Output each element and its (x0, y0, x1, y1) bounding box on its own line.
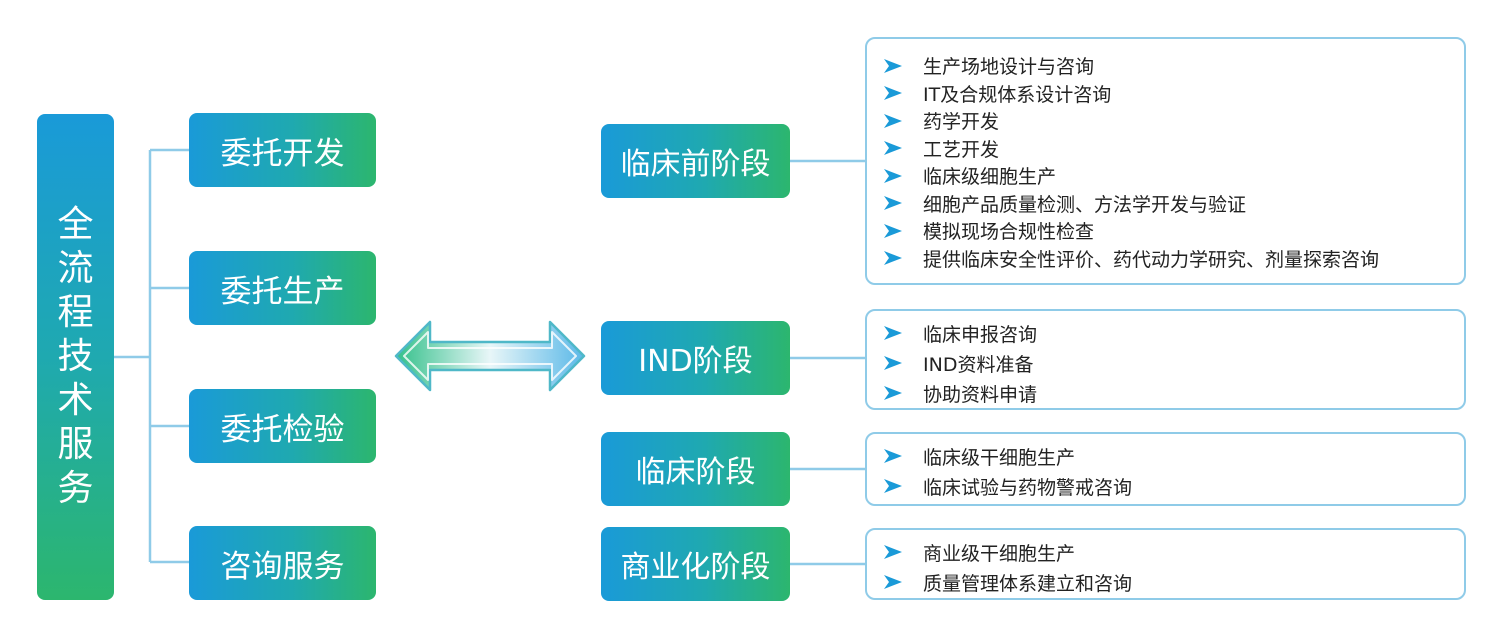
arrowhead-bullet-icon (884, 223, 902, 238)
detail-list: 临床级干细胞生产临床试验与药物警戒咨询 (883, 441, 1464, 501)
detail-item-text: IND资料准备 (923, 353, 1034, 376)
detail-item-text: 临床级细胞生产 (923, 166, 1057, 189)
arrowhead-bullet-icon (884, 449, 902, 463)
detail-item: 临床级干细胞生产 (883, 441, 1464, 471)
arrowhead-bullet-icon (884, 58, 902, 73)
detail-box-commercial: 商业级干细胞生产质量管理体系建立和咨询 (865, 528, 1466, 600)
service-label: 委托开发 (220, 135, 345, 172)
detail-item-text: 细胞产品质量检测、方法学开发与验证 (923, 193, 1247, 216)
detail-list: 生产场地设计与咨询 IT及合规体系设计咨询药学开发工艺开发临床级细胞生产细胞产品质… (883, 52, 1464, 272)
detail-list: 临床申报咨询 IND资料准备协助资料申请 (883, 318, 1464, 408)
service-node-consulting: 咨询服务 (189, 526, 376, 600)
detail-item-text: 质量管理体系建立和咨询 (923, 572, 1133, 595)
service-node-production: 委托生产 (189, 251, 376, 325)
detail-item-text: 药学开发 (923, 111, 1000, 134)
root-char: 流 (57, 248, 94, 289)
double-arrow-icon (394, 320, 586, 392)
detail-item: 临床试验与药物警戒咨询 (883, 471, 1464, 501)
stage-node-commercial: 商业化阶段 (601, 527, 790, 601)
detail-box-preclinical: 生产场地设计与咨询 IT及合规体系设计咨询药学开发工艺开发临床级细胞生产细胞产品质… (865, 37, 1466, 285)
detail-item-text: 模拟现场合规性检查 (923, 221, 1095, 244)
detail-item: 细胞产品质量检测、方法学开发与验证 (883, 190, 1464, 218)
root-char: 程 (57, 292, 94, 333)
stage-label: IND阶段 (638, 344, 753, 379)
detail-item: 质量管理体系建立和咨询 (883, 567, 1464, 597)
root-char: 技 (57, 336, 94, 377)
detail-item: 商业级干细胞生产 (883, 537, 1464, 567)
arrowhead-bullet-icon (884, 386, 902, 400)
detail-item: 协助资料申请 (883, 378, 1464, 408)
arrowhead-bullet-icon (884, 251, 902, 266)
detail-item: IND资料准备 (883, 348, 1464, 378)
detail-item-text: 工艺开发 (923, 138, 1000, 161)
arrowhead-bullet-icon (884, 113, 902, 128)
arrowhead-bullet-icon (884, 86, 902, 101)
root-node-full-process-services: 全流程技术服务 (37, 114, 114, 600)
service-label: 委托生产 (220, 273, 345, 310)
detail-item-text: 商业级干细胞生产 (923, 542, 1076, 565)
root-char: 全 (57, 204, 94, 245)
arrowhead-bullet-icon (884, 479, 902, 493)
arrowhead-bullet-icon (884, 196, 902, 211)
root-char: 术 (57, 380, 94, 421)
stage-node-clinical: 临床阶段 (601, 432, 790, 506)
root-char: 务 (57, 468, 94, 509)
detail-item: 药学开发 (883, 107, 1464, 135)
service-label: 委托检验 (220, 411, 345, 448)
detail-item: 工艺开发 (883, 135, 1464, 163)
detail-item-text: 临床级干细胞生产 (923, 446, 1076, 469)
detail-item: IT及合规体系设计咨询 (883, 80, 1464, 108)
stage-label: 临床前阶段 (620, 147, 771, 182)
detail-item: 生产场地设计与咨询 (883, 52, 1464, 80)
detail-box-clinical: 临床级干细胞生产临床试验与药物警戒咨询 (865, 432, 1466, 506)
service-node-development: 委托开发 (189, 113, 376, 187)
stage-node-preclinical: 临床前阶段 (601, 124, 790, 198)
arrowhead-bullet-icon (884, 545, 902, 559)
detail-list: 商业级干细胞生产质量管理体系建立和咨询 (883, 537, 1464, 597)
stage-label: 临床阶段 (635, 455, 756, 490)
detail-item-text: 临床申报咨询 (923, 323, 1038, 346)
service-node-testing: 委托检验 (189, 389, 376, 463)
detail-box-ind: 临床申报咨询 IND资料准备协助资料申请 (865, 309, 1466, 410)
detail-item: 提供临床安全性评价、药代动力学研究、剂量探索咨询 (883, 245, 1464, 273)
detail-item: 模拟现场合规性检查 (883, 217, 1464, 245)
detail-item-text: 临床试验与药物警戒咨询 (923, 476, 1133, 499)
root-char: 服 (57, 424, 94, 465)
arrowhead-bullet-icon (884, 141, 902, 156)
stage-label: 商业化阶段 (620, 550, 771, 585)
detail-item: 临床级细胞生产 (883, 162, 1464, 190)
detail-item-text: 生产场地设计与咨询 (923, 56, 1095, 79)
stage-node-ind: IND阶段 (601, 321, 790, 395)
detail-item-text: IT及合规体系设计咨询 (923, 83, 1112, 106)
arrowhead-bullet-icon (884, 575, 902, 589)
arrowhead-bullet-icon (884, 326, 902, 340)
arrowhead-bullet-icon (884, 168, 902, 183)
arrowhead-bullet-icon (884, 356, 902, 370)
detail-item-text: 协助资料申请 (923, 383, 1038, 406)
detail-item: 临床申报咨询 (883, 318, 1464, 348)
detail-item-text: 提供临床安全性评价、药代动力学研究、剂量探索咨询 (923, 248, 1380, 271)
service-label: 咨询服务 (220, 548, 345, 585)
